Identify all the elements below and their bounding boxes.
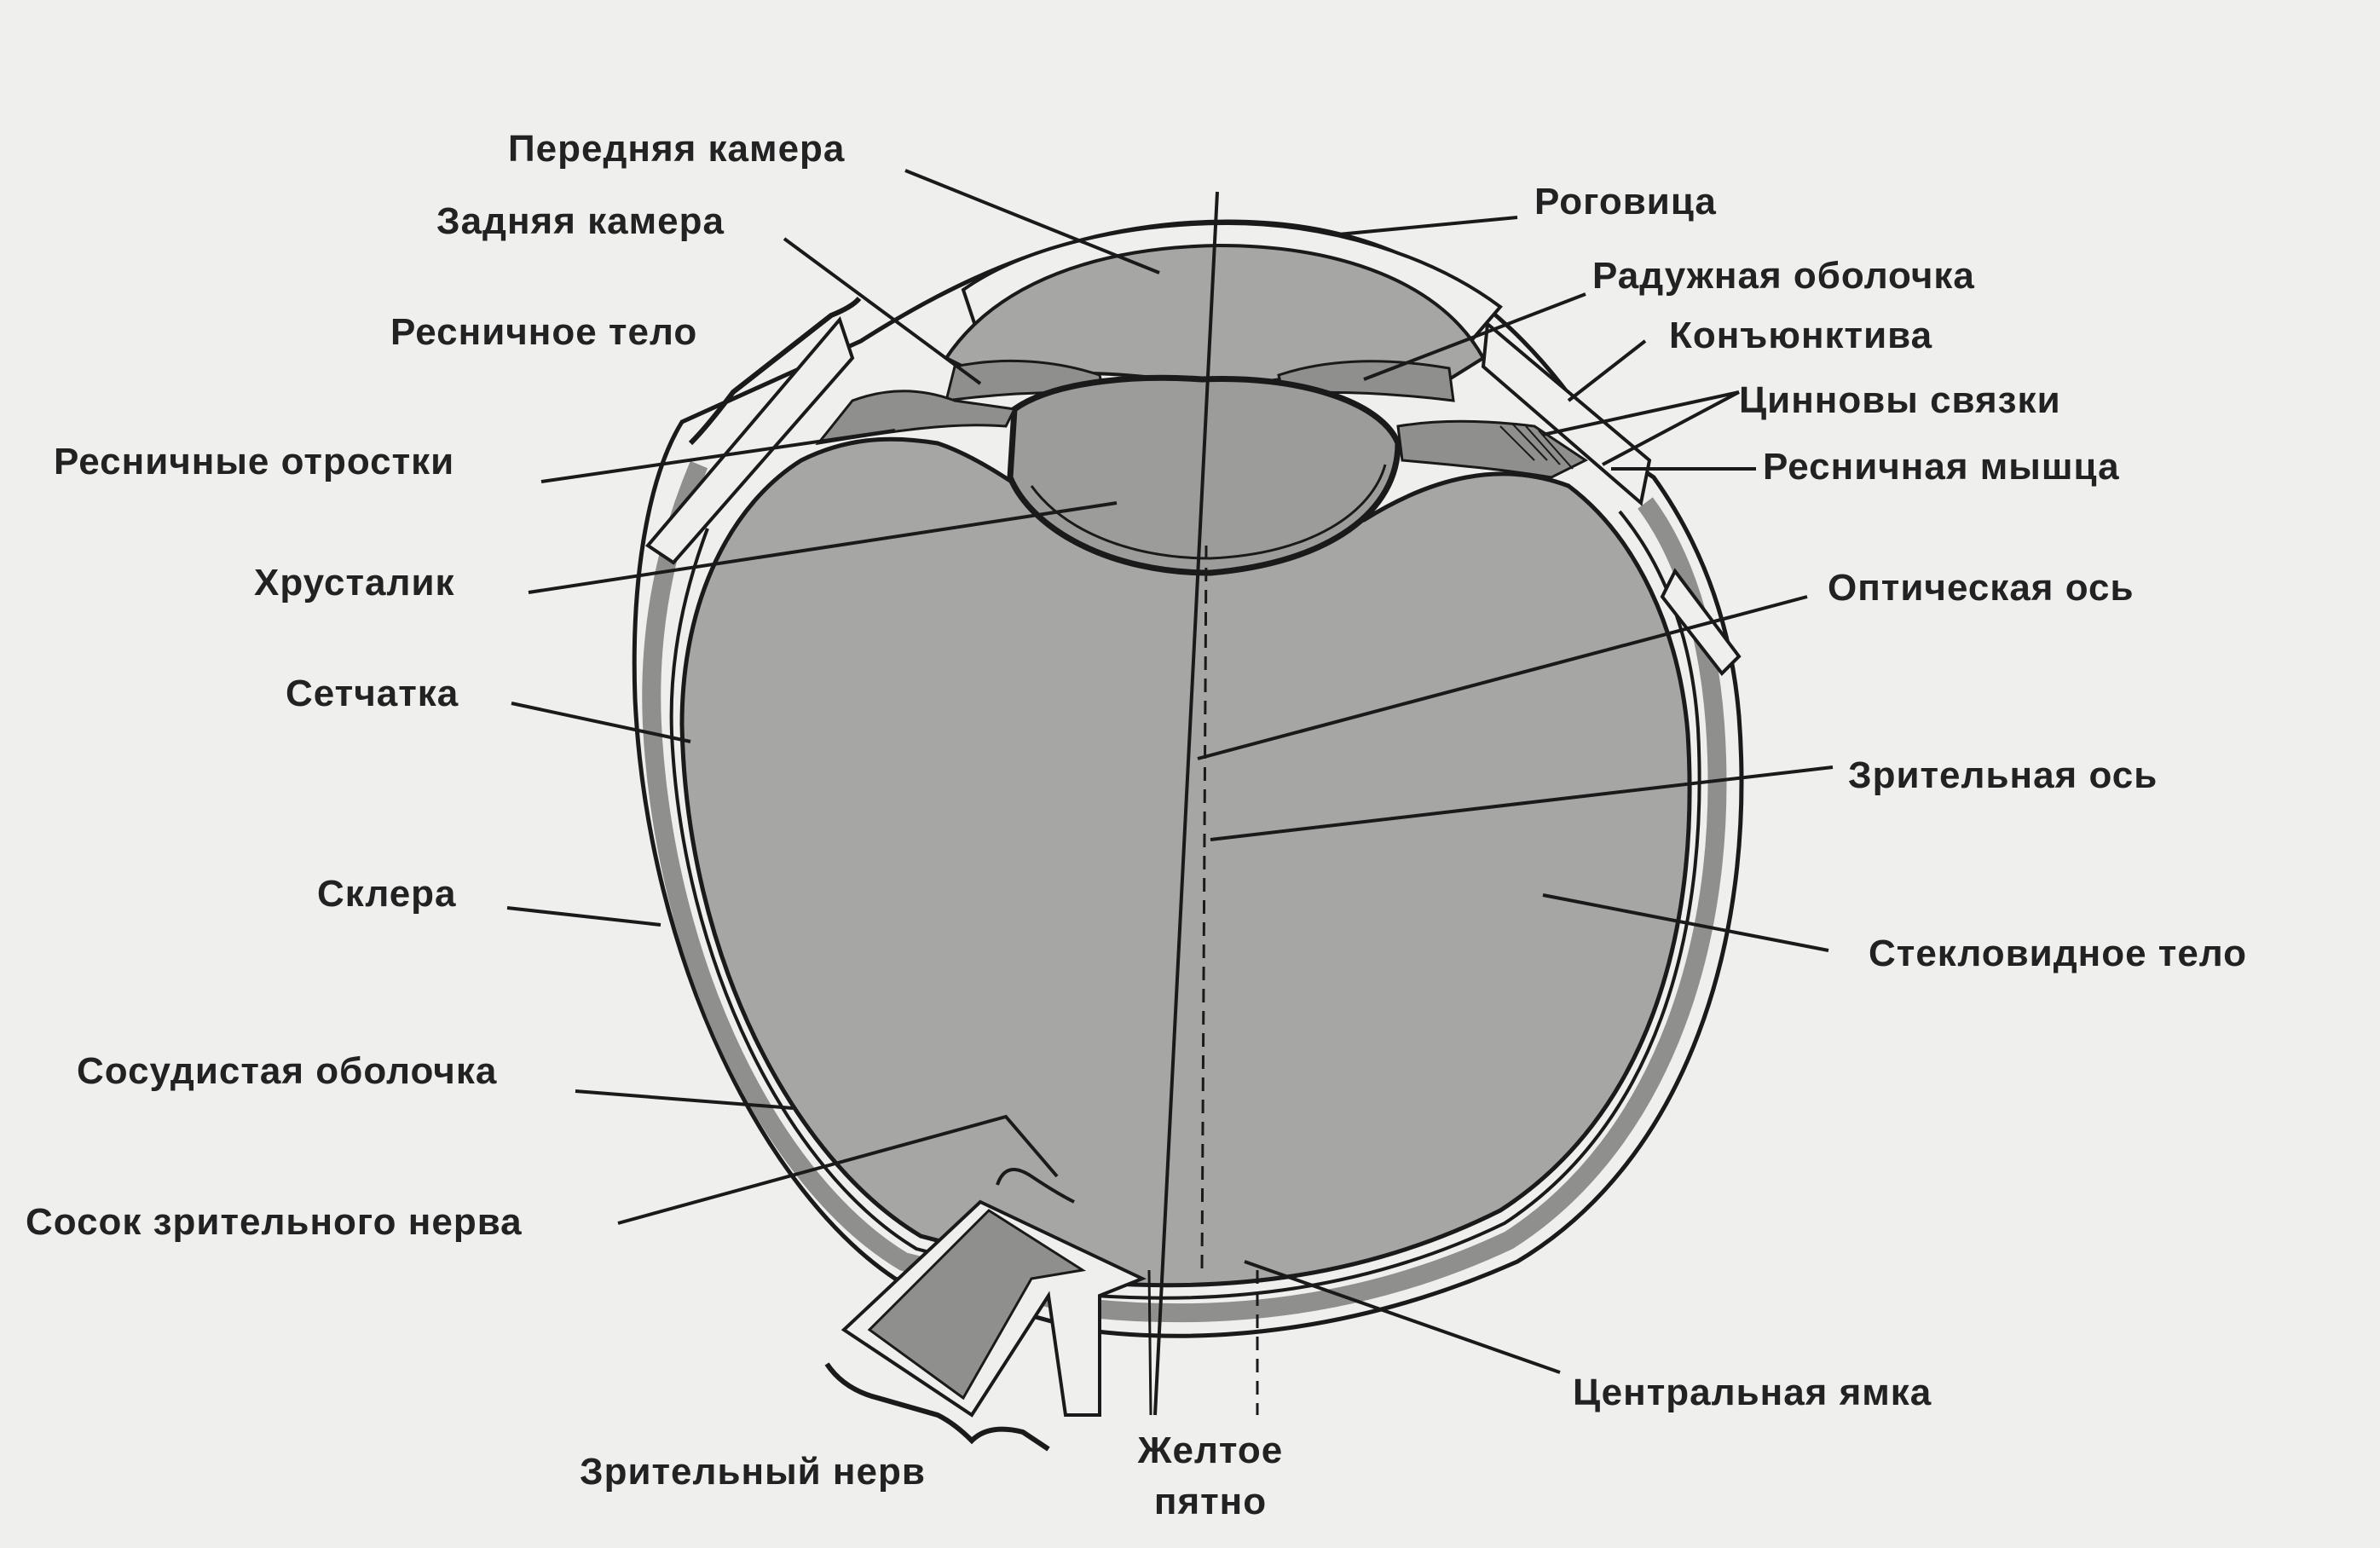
leader-zonules xyxy=(1542,390,1740,436)
conjunctiva-left xyxy=(645,315,855,565)
leader-optic-disc xyxy=(617,1114,1059,1225)
zonules-right xyxy=(1499,424,1574,470)
leader-lines-right xyxy=(1197,216,1834,1374)
retina-line xyxy=(669,510,1701,1300)
visual-axis-line xyxy=(1200,545,1208,1271)
label-cornea: Роговица xyxy=(1534,181,1717,222)
leader-sclera xyxy=(506,906,661,927)
label-retina: Сетчатка xyxy=(286,673,459,714)
leader-zonules-2 xyxy=(1602,390,1740,466)
label-fovea: Центральная ямка xyxy=(1573,1372,1932,1413)
leader-cornea xyxy=(1337,216,1518,236)
label-choroid: Сосудистая оболочка xyxy=(77,1050,498,1092)
leader-choroid xyxy=(575,1089,794,1110)
label-ciliary-body: Ресничное тело xyxy=(390,311,698,353)
leader-visual-axis xyxy=(1210,765,1834,841)
leader-anterior-chamber xyxy=(904,169,1160,274)
label-optical-axis: Оптическая ось xyxy=(1828,567,2134,609)
label-sclera: Склера xyxy=(317,873,457,915)
leader-fovea xyxy=(1244,1260,1561,1374)
label-visual-axis: Зрительная ось xyxy=(1848,754,2158,796)
lens-inner xyxy=(1030,464,1387,560)
conjunctiva-right-lower xyxy=(1660,568,1742,677)
optic-nerve-bracket xyxy=(824,1362,1050,1452)
label-zonules: Цинновы связки xyxy=(1739,379,2061,421)
label-ciliary-processes: Ресничные отростки xyxy=(54,441,455,482)
label-conjunctiva: Конъюнктива xyxy=(1669,315,1933,356)
label-optic-disc: Сосок зрительного нерва xyxy=(26,1201,523,1243)
label-lens: Хрусталик xyxy=(254,562,455,604)
label-anterior-chamber: Передняя камера xyxy=(508,128,846,170)
leader-ciliary-processes xyxy=(540,429,896,483)
optical-axis-line xyxy=(1153,191,1219,1416)
label-macula-line2: пятно xyxy=(1153,1481,1268,1522)
label-macula-line1: Желтое xyxy=(1137,1430,1284,1471)
leader-lines-left xyxy=(506,169,1160,1225)
macula-left-line xyxy=(1147,1269,1152,1416)
leader-conjunctiva xyxy=(1567,339,1647,402)
leader-vitreous xyxy=(1542,893,1829,952)
label-vitreous-body: Стекловидное тело xyxy=(1869,933,2248,974)
label-ciliary-muscle: Ресничная мышца xyxy=(1763,446,2120,488)
optic-disc-curl xyxy=(996,1168,1075,1204)
label-iris: Радужная оболочка xyxy=(1592,255,1975,297)
ciliary-body-right xyxy=(1396,419,1588,479)
leader-optical-axis xyxy=(1197,595,1808,760)
conjunctiva-right xyxy=(1481,321,1652,506)
leader-lens xyxy=(528,501,1118,594)
leader-iris xyxy=(1363,292,1586,381)
label-optic-nerve: Зрительный нерв xyxy=(580,1451,926,1493)
choroid-band xyxy=(642,460,1727,1323)
ciliary-body-bracket xyxy=(688,297,862,446)
leader-retina xyxy=(511,702,691,743)
label-posterior-chamber: Задняя камера xyxy=(436,200,725,242)
optic-nerve-fill xyxy=(867,1209,1087,1401)
leader-posterior-chamber xyxy=(783,237,982,385)
